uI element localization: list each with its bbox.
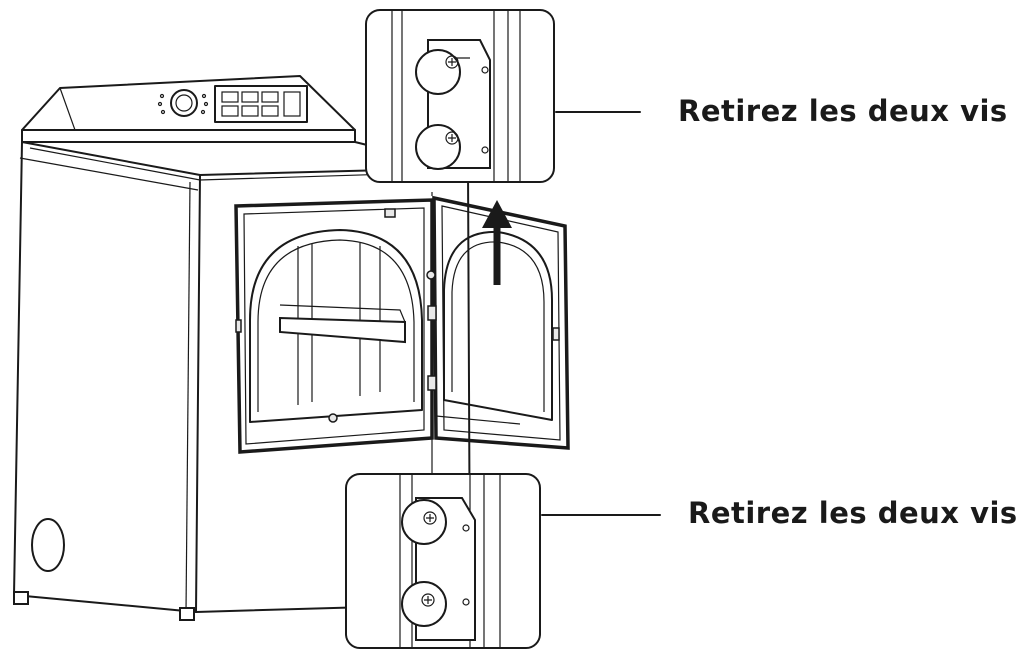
open-door [426, 192, 570, 486]
console-dots [157, 93, 209, 115]
screw-icon [421, 593, 435, 607]
screw-icon [445, 131, 459, 145]
lower-hinge-detail [345, 473, 661, 649]
dryer-cabinet [13, 75, 471, 621]
screw-icon [445, 55, 459, 69]
lift-arrow-icon [482, 200, 512, 285]
door-opening [234, 198, 434, 454]
upper-hinge-detail [365, 9, 641, 183]
callout-top-label: Retirez les deux vis [678, 94, 1008, 128]
callout-bottom-label: Retirez les deux vis [688, 496, 1018, 530]
screw-icon [423, 511, 437, 525]
